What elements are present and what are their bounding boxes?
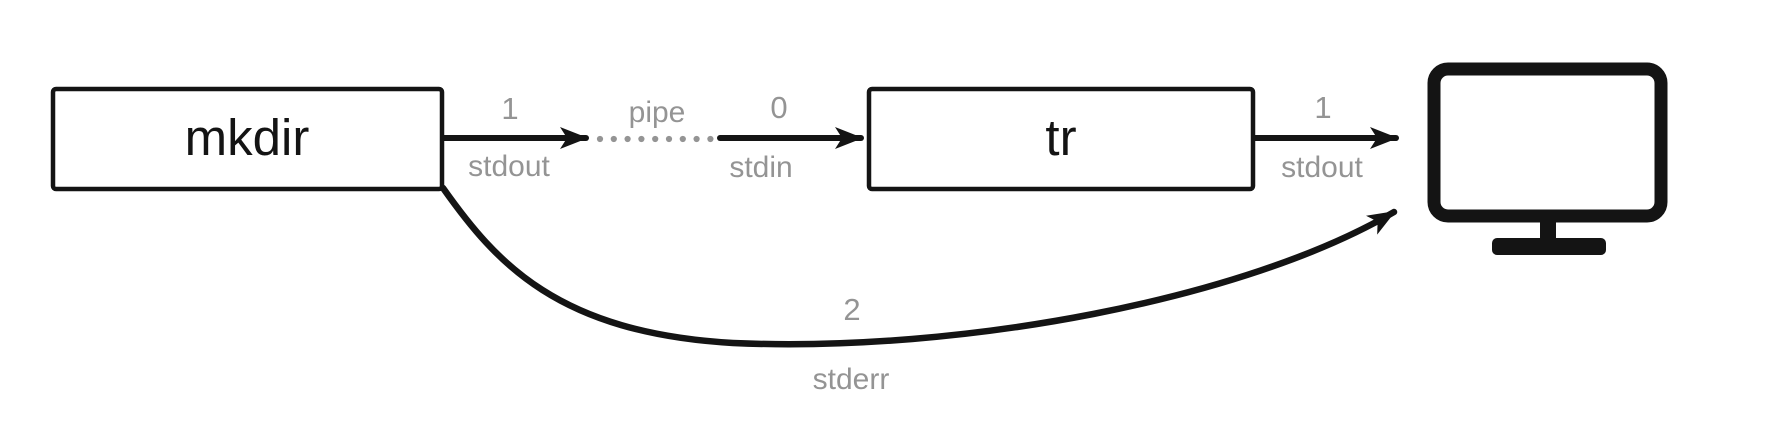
node-tr: tr (866, 86, 1256, 192)
mkdir-stdout-fd-label: 1 (501, 91, 518, 126)
tr-stdout-edge: 1 stdout (1252, 90, 1399, 184)
tr-stdin-fd-label: 0 (770, 90, 787, 125)
mkdir-label: mkdir (185, 109, 310, 166)
mkdir-stderr-fd-label: 2 (843, 292, 860, 327)
node-mkdir: mkdir (50, 86, 445, 192)
tr-stdout-stream-label: stdout (1281, 151, 1363, 184)
mkdir-stderr-stream-label: stderr (813, 363, 890, 396)
pipe-dotted-line (596, 135, 714, 143)
pipe-edge: pipe (596, 96, 714, 143)
pipe-label: pipe (629, 96, 686, 129)
tr-stdin-stream-label: stdin (729, 151, 792, 184)
tr-label: tr (1045, 109, 1076, 166)
mkdir-stdout-stream-label: stdout (468, 150, 550, 183)
mkdir-stderr-curve (439, 184, 1398, 348)
tr-stdout-fd-label: 1 (1314, 90, 1331, 125)
monitor-icon (1427, 62, 1668, 255)
monitor-screen (1427, 62, 1668, 223)
tr-stdin-edge: 0 stdin (717, 90, 864, 184)
mkdir-stderr-edge: 2 stderr (439, 184, 1398, 396)
monitor-stand-base (1492, 238, 1606, 255)
mkdir-stdout-edge: 1 stdout (441, 91, 589, 183)
monitor-stand-neck (1540, 214, 1556, 242)
